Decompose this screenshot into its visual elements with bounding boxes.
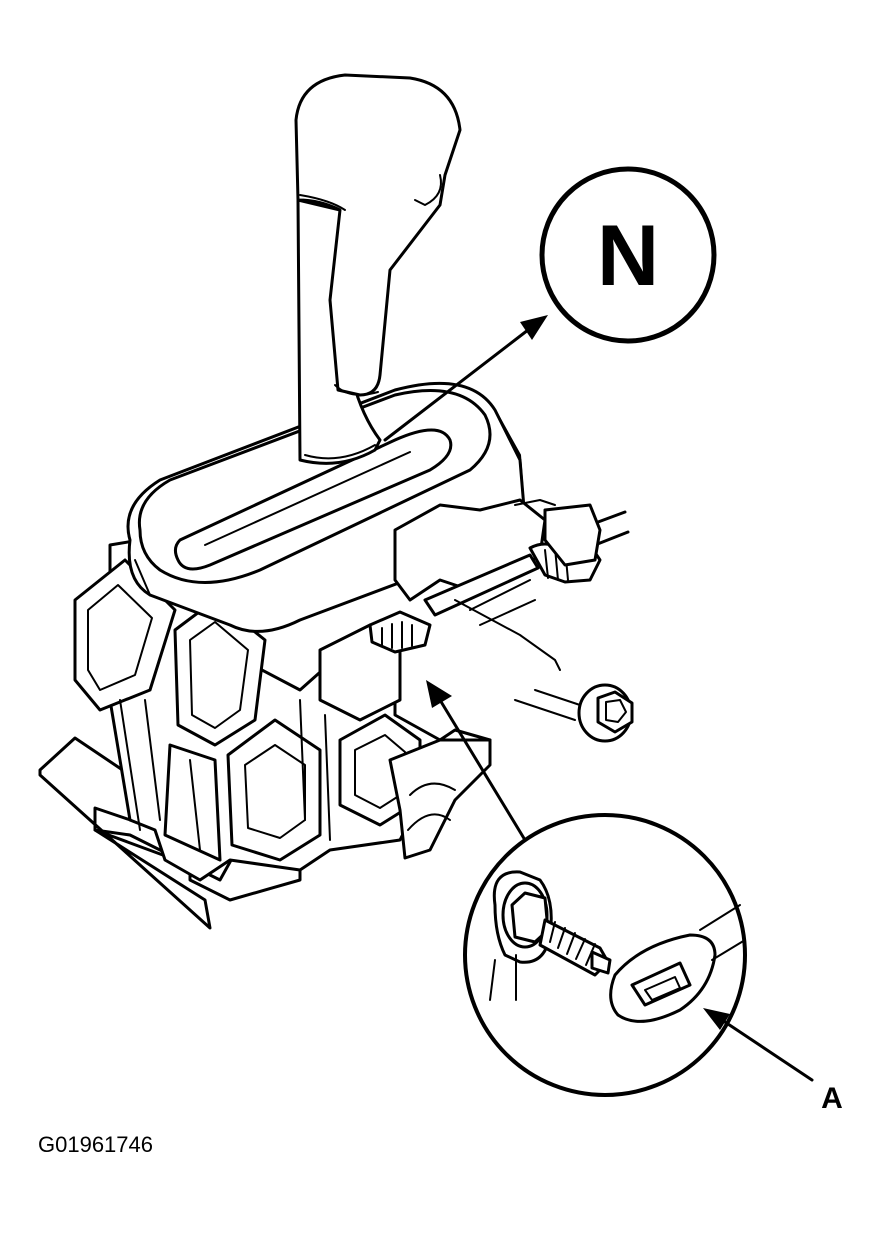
n-position-arrow: [383, 315, 548, 442]
callout-a-label: A: [821, 1082, 843, 1115]
figure-id: G01961746: [38, 1132, 153, 1157]
neutral-badge-circle: [539, 166, 717, 344]
detail-magnifier: [463, 813, 747, 1097]
shift-knob: [294, 73, 462, 397]
shifter-base-bracket: [38, 538, 492, 930]
neutral-position-label: N: [597, 208, 659, 304]
detail-arrow: [426, 680, 527, 842]
callout-a: A: [703, 1008, 843, 1115]
shift-cable: [368, 498, 630, 671]
neutral-position-badge: N: [539, 166, 717, 344]
flange-nut: [514, 683, 634, 743]
